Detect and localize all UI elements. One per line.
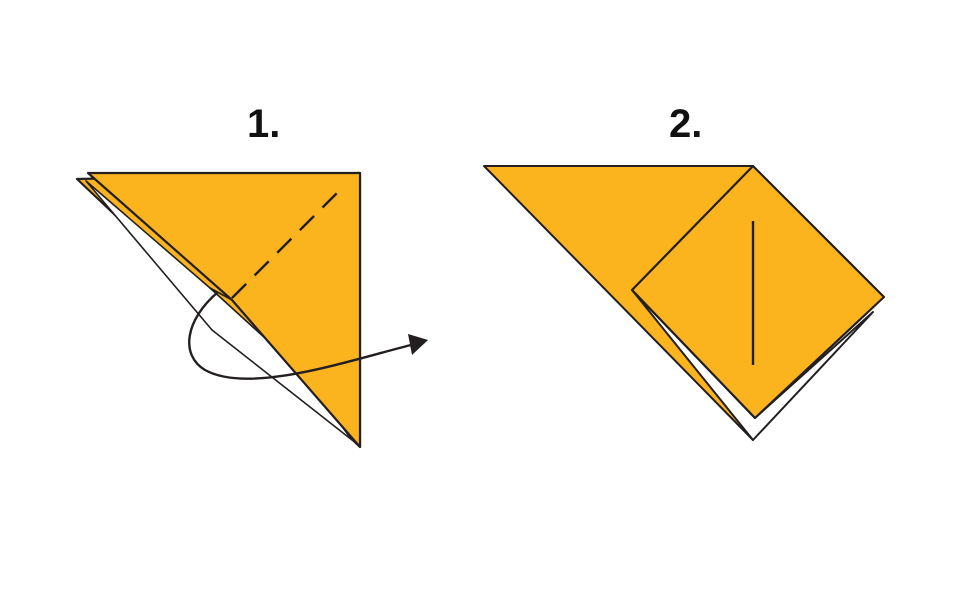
step-2-figure bbox=[483, 164, 886, 441]
step-1-dashed-fold-line bbox=[231, 184, 346, 299]
step-2-folded-square bbox=[630, 164, 886, 420]
step-2-label: 2. bbox=[669, 102, 703, 146]
arrow-head-icon bbox=[408, 334, 428, 355]
curved-arrow-icon bbox=[188, 291, 416, 380]
step-1-front-layer bbox=[86, 171, 362, 449]
step-1-inner-edge bbox=[209, 287, 233, 301]
step-1-figure bbox=[75, 171, 428, 449]
step-1-label: 1. bbox=[247, 102, 281, 146]
